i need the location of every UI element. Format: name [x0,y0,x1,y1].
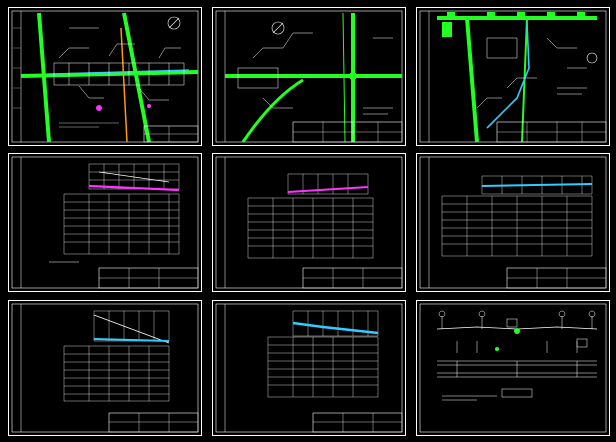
profile-4-drawing [11,303,199,433]
plan-2-drawing [215,10,403,143]
sheet-section-1[interactable] [416,300,610,436]
plan-1-drawing [11,10,199,143]
sheet-profile-5[interactable] [212,300,406,436]
sheet-plan-2[interactable] [212,7,406,146]
profile-3-drawing [419,156,607,289]
sheet-profile-1[interactable] [8,153,202,292]
profile-5-drawing [215,303,403,433]
profile-1-drawing [11,156,199,289]
plan-3-drawing [419,10,607,143]
sheet-profile-4[interactable] [8,300,202,436]
sheet-profile-3[interactable] [416,153,610,292]
profile-2-drawing [215,156,403,289]
sheet-plan-3[interactable] [416,7,610,146]
sheet-profile-2[interactable] [212,153,406,292]
sheet-plan-1[interactable] [8,7,202,146]
section-1-drawing [419,303,607,433]
